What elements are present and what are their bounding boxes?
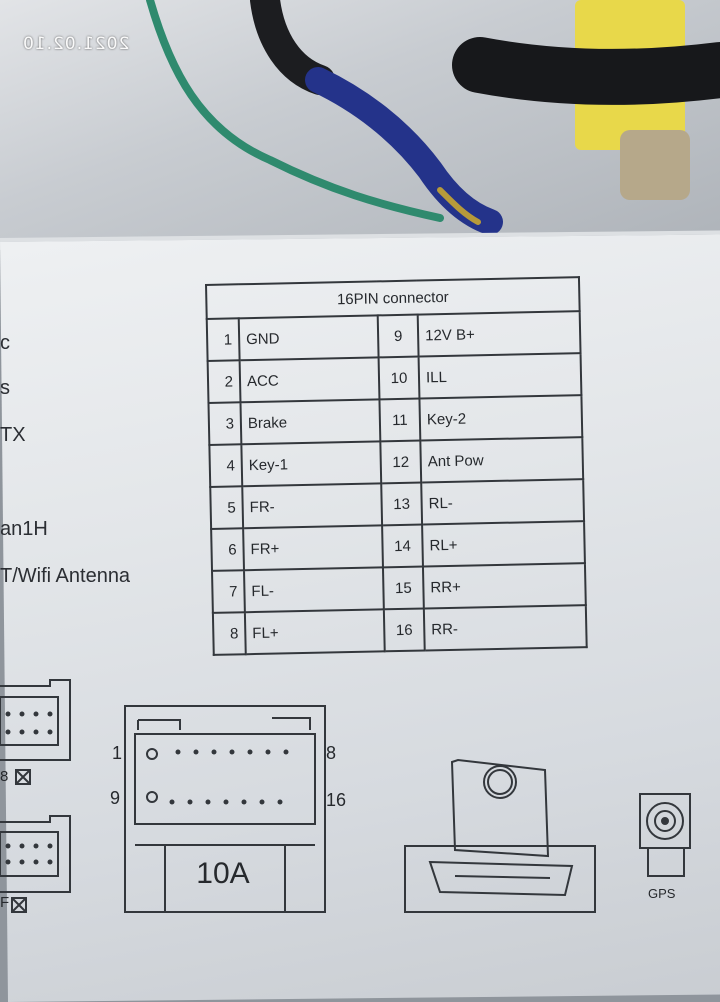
black-antenna-cable xyxy=(452,37,720,105)
main-connector-drawing xyxy=(124,705,326,913)
side-label-4: an1H xyxy=(0,518,48,540)
hdmi-connector-drawing xyxy=(404,758,596,913)
blue-wire xyxy=(305,67,503,235)
small-connector-upper-mark: 8 xyxy=(0,768,9,785)
side-label-5: T/Wifi Antenna xyxy=(0,565,131,587)
pin-8-label: 8 xyxy=(326,743,337,763)
wires-and-plugs xyxy=(146,0,720,235)
pin-1-label: 1 xyxy=(112,743,123,763)
fuse-rating-label: 10A xyxy=(196,857,250,890)
small-connector-upper xyxy=(0,679,71,785)
pin-9-label: 9 xyxy=(110,788,121,808)
green-wire xyxy=(146,0,444,222)
side-label-1: c xyxy=(0,332,10,354)
side-label-2: s xyxy=(0,377,10,399)
pin-16-label: 16 xyxy=(326,790,347,810)
small-connector-lower-mark: F xyxy=(0,894,10,911)
small-connector-lower xyxy=(0,815,71,913)
gps-connector-drawing xyxy=(639,793,691,877)
gps-label: GPS xyxy=(648,886,676,901)
side-label-3: TX xyxy=(0,424,26,446)
connector-drawings xyxy=(0,679,691,913)
rca-tip xyxy=(620,130,690,200)
yellow-wire-strip xyxy=(437,187,481,225)
